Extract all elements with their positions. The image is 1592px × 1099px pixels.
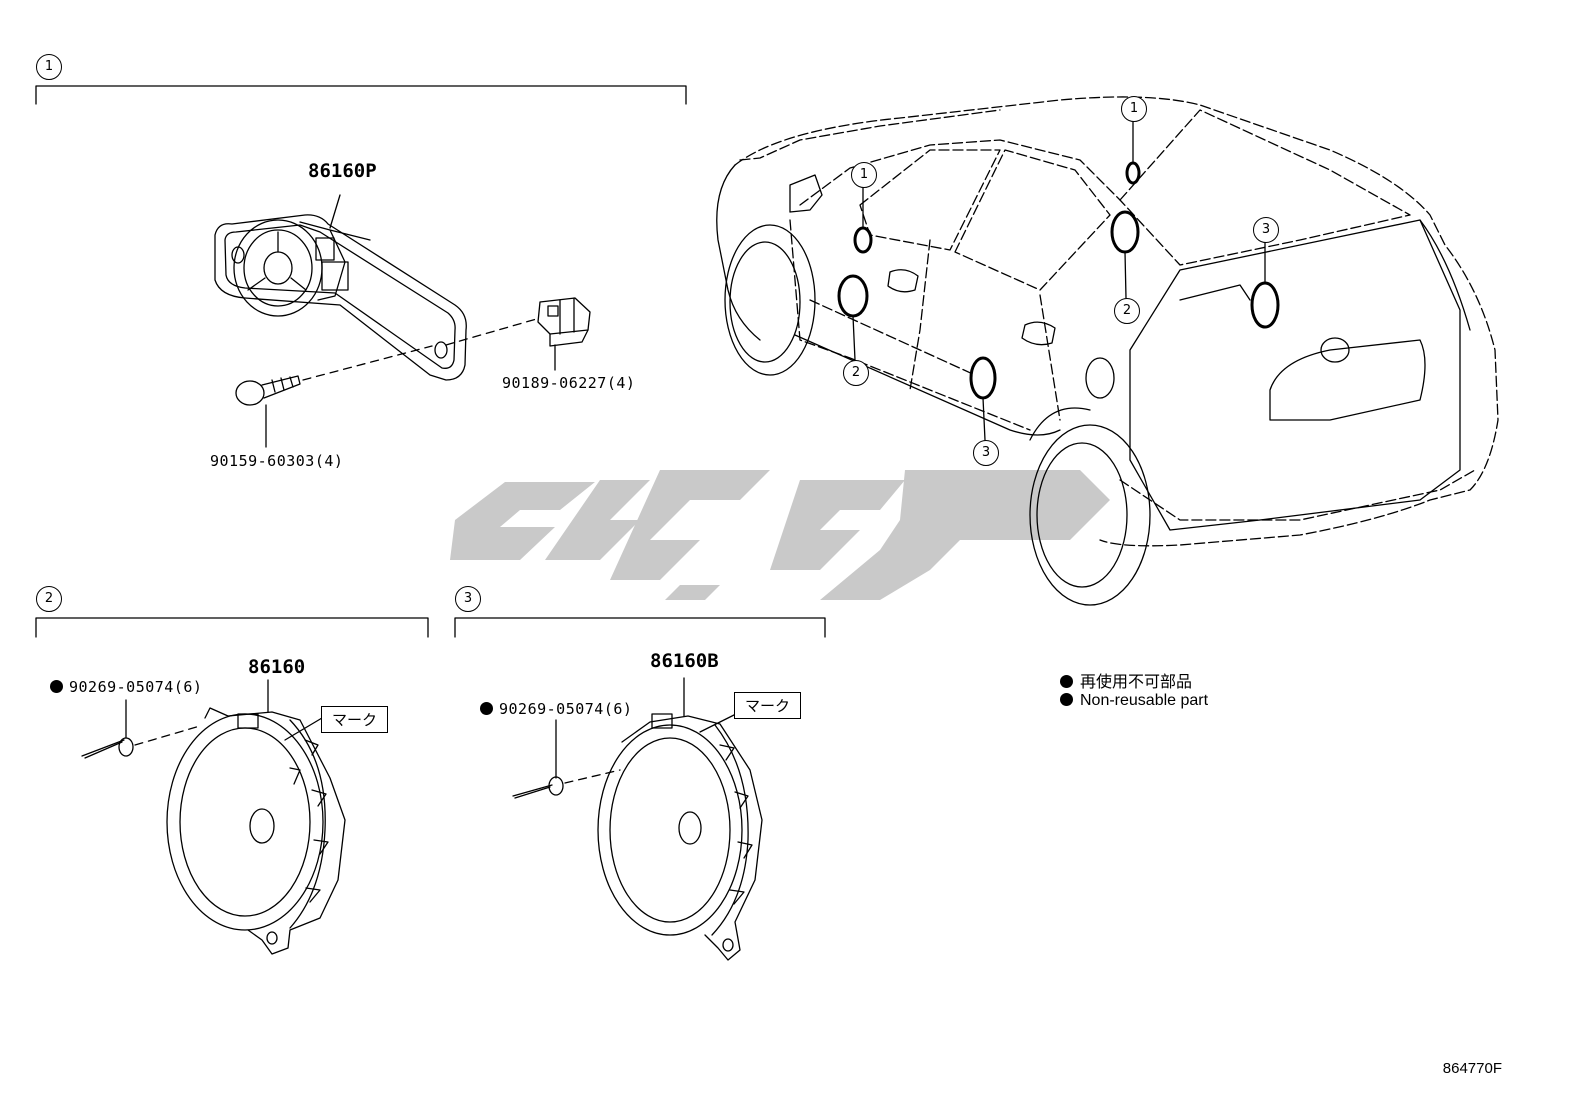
part-90269-05074-s3: 90269-05074(6) <box>480 700 632 718</box>
screw-90159 <box>235 375 301 448</box>
tweeter-assembly <box>214 214 467 381</box>
part-86160: 86160 <box>248 656 306 678</box>
section-3-bracket <box>454 617 826 638</box>
part-86160B: 86160B <box>650 650 719 672</box>
legend-jp: 再使用不可部品 <box>1060 668 1192 692</box>
watermark-logo <box>450 470 1110 600</box>
section-1-number: 1 <box>36 54 62 80</box>
car-callout-2-rear: 2 <box>1114 298 1140 324</box>
section-1-bracket <box>35 85 687 105</box>
car-callout-1-rear: 1 <box>1121 96 1147 122</box>
speaker-86160 <box>81 679 346 955</box>
section-2-bracket <box>35 617 429 638</box>
car-callout-1-front: 1 <box>851 162 877 188</box>
legend-en: Non-reusable part <box>1060 692 1208 710</box>
part-90159-60303: 90159-60303(4) <box>210 452 344 470</box>
legend-dot <box>1060 693 1073 706</box>
section-3-number: 3 <box>455 586 481 612</box>
section-2-number: 2 <box>36 586 62 612</box>
car-callout-3-side: 3 <box>973 440 999 466</box>
car-speaker-locations <box>837 161 1280 400</box>
non-reusable-dot <box>480 702 493 715</box>
non-reusable-dot <box>50 680 63 693</box>
part-90269-05074-s2: 90269-05074(6) <box>50 678 202 696</box>
diagram-code: 864770F <box>1442 1060 1502 1077</box>
car-illustration <box>716 96 1499 606</box>
part-90269-05074-s2-text: 90269-05074(6) <box>69 678 203 696</box>
legend-jp-text: 再使用不可部品 <box>1080 674 1193 691</box>
legend-dot <box>1060 675 1073 688</box>
clip-90189 <box>537 297 591 371</box>
speaker-86160B <box>512 677 763 961</box>
car-callout-3-rear: 3 <box>1253 217 1279 243</box>
car-callout-2-front: 2 <box>843 360 869 386</box>
mark-label-s2: マーク <box>321 706 389 733</box>
part-90189-06227: 90189-06227(4) <box>502 374 636 392</box>
part-86160P: 86160P <box>308 160 377 182</box>
mark-label-s3: マーク <box>734 692 802 719</box>
legend-en-text: Non-reusable part <box>1080 692 1209 709</box>
part-90269-05074-s3-text: 90269-05074(6) <box>499 700 633 718</box>
